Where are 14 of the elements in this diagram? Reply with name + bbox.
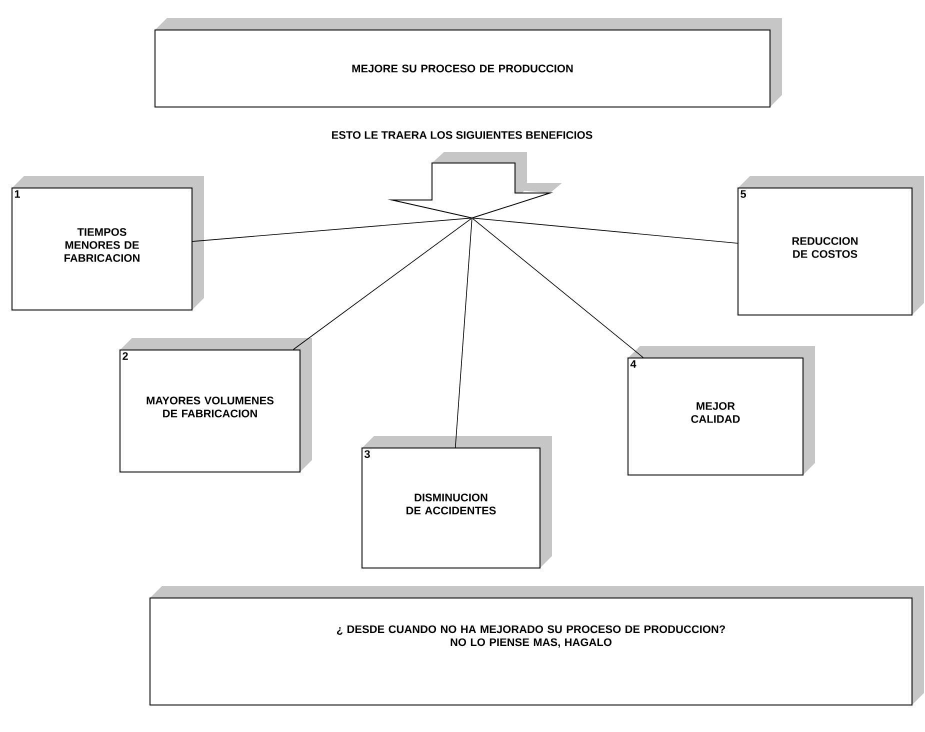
benefit-box: 1 TIEMPOS MENORES DE FABRICACION [12, 176, 204, 310]
title-box: MEJORE SU PROCESO DE PRODUCCION [154, 18, 782, 108]
benefit-box: 4 MEJOR CALIDAD [628, 346, 815, 476]
block-arrow [388, 152, 562, 219]
connector-line [472, 218, 738, 244]
connector-line [454, 218, 472, 448]
connector-line [192, 218, 472, 242]
benefit-box: 3 DISMINUCION DE ACCIDENTES [362, 436, 552, 568]
benefit-box: 5 REDUCCION DE COSTOS [738, 176, 924, 316]
message-box: ¿ DESDE CUANDO NO HA MEJORADO SU PROCESO DE PRODUCCION? NO LO PIENSE MAS, HAGALO [150, 586, 924, 706]
connector-line [292, 218, 472, 350]
connector-line [472, 218, 644, 358]
heading-text: ESTO LE TRAERA LOS SIGUIENTES BENEFICIOS [332, 131, 592, 139]
benefit-box: 2 MAYORES VOLUMENES DE FABRICACION [120, 338, 312, 472]
